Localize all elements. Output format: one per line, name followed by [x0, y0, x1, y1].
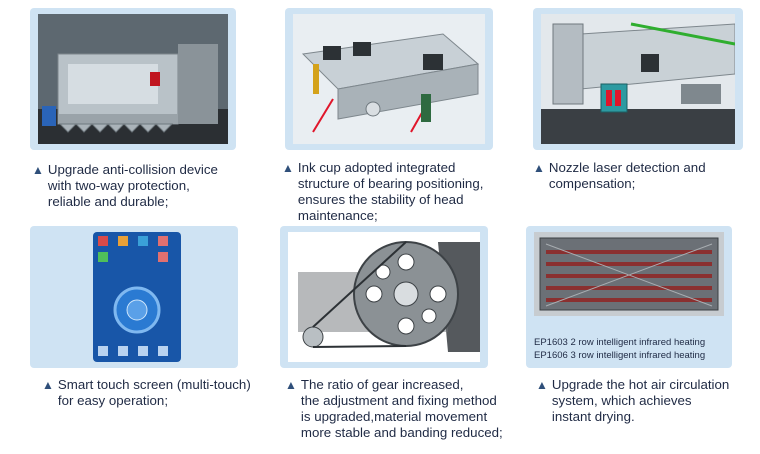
photo-card-anti-collision: [30, 8, 236, 150]
triangle-icon: ▲: [282, 161, 294, 175]
caption-anti-collision: ▲Upgrade anti-collision device with two-…: [32, 162, 272, 210]
caption-nozzle-laser: ▲Nozzle laser detection and compensation…: [533, 160, 753, 192]
photo-card-gear: [280, 226, 488, 368]
photo-card-heater: EP1603 2 row intelligent infrared heatin…: [526, 226, 732, 368]
triangle-icon: ▲: [32, 163, 44, 177]
photo-card-ink-cup: [285, 8, 493, 150]
caption-text: Smart touch screen (multi-touch) for eas…: [57, 377, 251, 408]
heater-note-ep1606: EP1606 3 row intelligent infrared heatin…: [534, 350, 706, 361]
caption-text: Upgrade anti-collision device with two-w…: [47, 162, 218, 209]
ink-cup-structure-image: [293, 14, 485, 144]
caption-text: The ratio of gear increased, the adjustm…: [300, 377, 503, 440]
photo-card-touch-screen: [30, 226, 238, 368]
caption-gear-ratio: ▲The ratio of gear increased, the adjust…: [285, 377, 525, 441]
triangle-icon: ▲: [42, 378, 54, 392]
infrared-heater-image: [534, 232, 724, 316]
triangle-icon: ▲: [533, 161, 545, 175]
caption-text: Upgrade the hot air circulation system, …: [551, 377, 730, 424]
caption-text: Nozzle laser detection and compensation;: [548, 160, 706, 191]
nozzle-laser-image: [541, 14, 735, 144]
gear-image: [288, 232, 480, 362]
caption-text: Ink cup adopted integrated structure of …: [297, 160, 484, 223]
caption-ink-cup: ▲Ink cup adopted integrated structure of…: [282, 160, 522, 224]
caption-touch-screen: ▲Smart touch screen (multi-touch) for ea…: [42, 377, 282, 409]
touch-screen-image: [38, 232, 230, 362]
triangle-icon: ▲: [536, 378, 548, 392]
caption-hot-air: ▲Upgrade the hot air circulation system,…: [536, 377, 756, 425]
photo-card-nozzle-laser: [533, 8, 743, 150]
triangle-icon: ▲: [285, 378, 297, 392]
heater-note-ep1603: EP1603 2 row intelligent infrared heatin…: [534, 337, 706, 348]
anti-collision-device-image: [38, 14, 228, 144]
